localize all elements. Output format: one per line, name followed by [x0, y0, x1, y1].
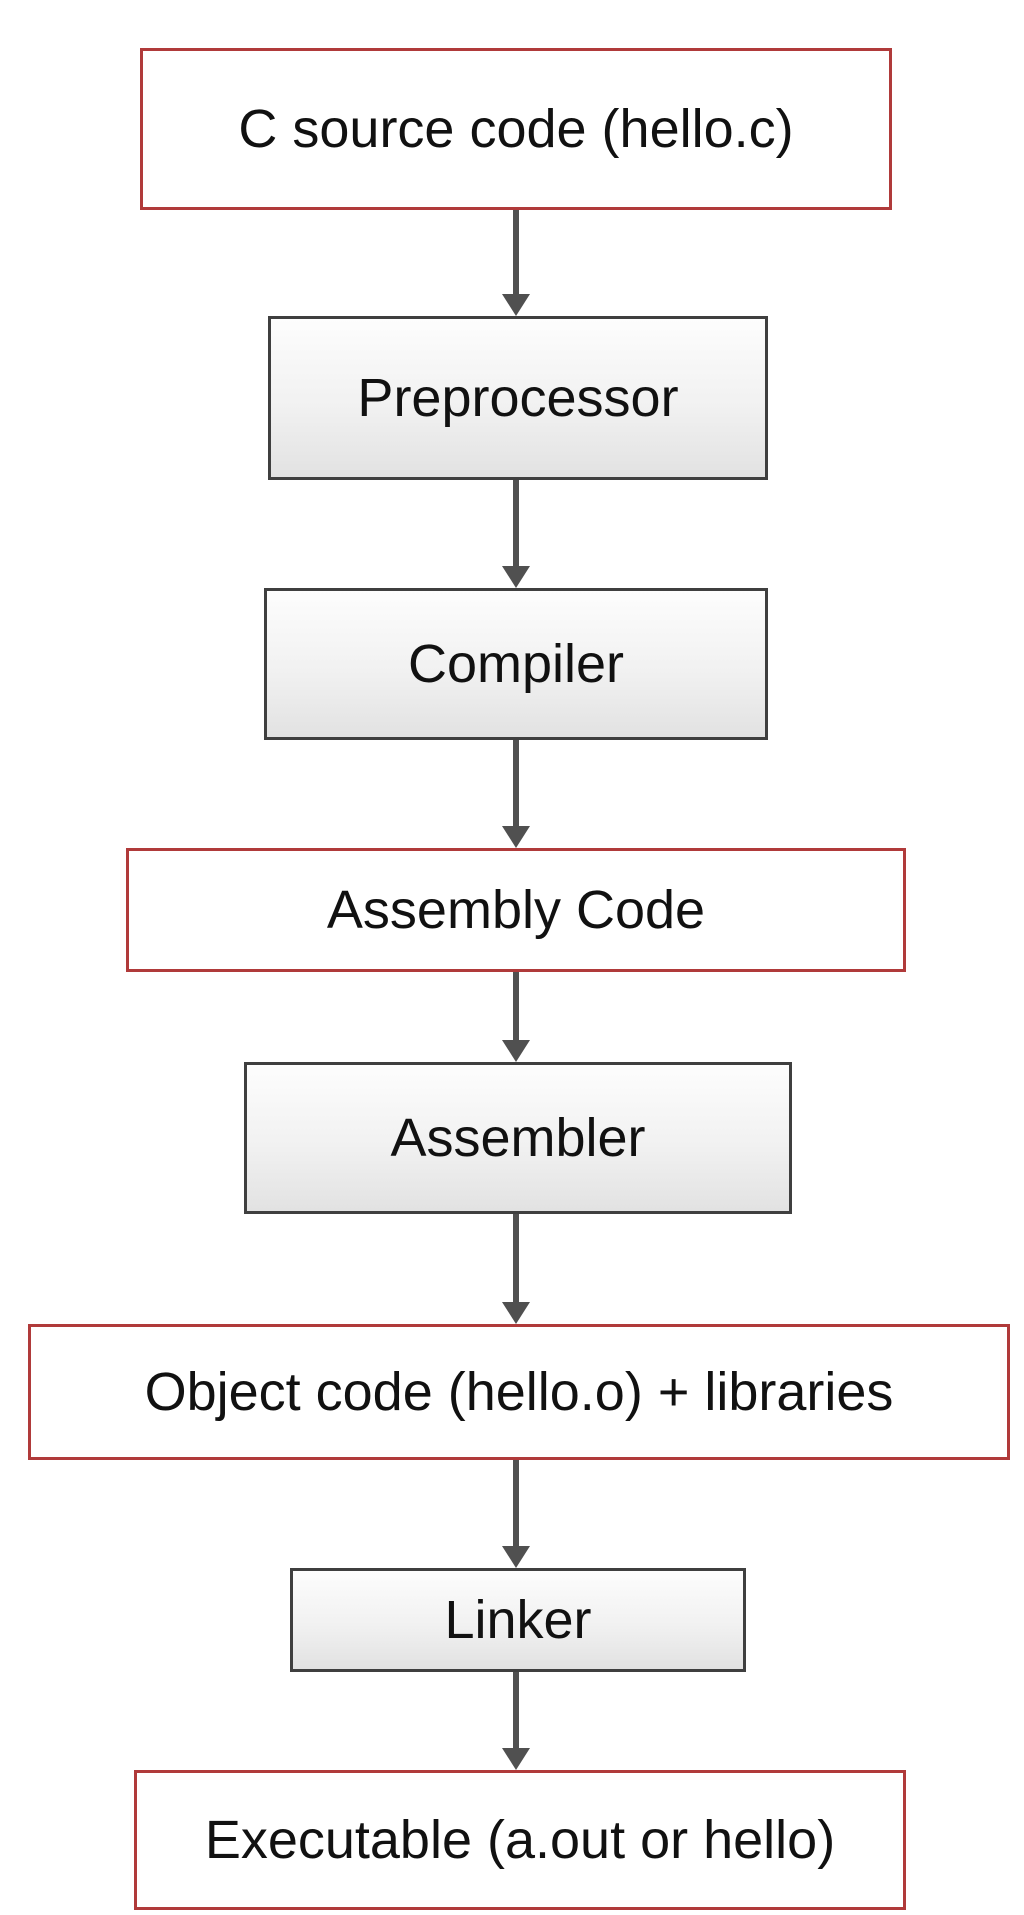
node-assembly-code: Assembly Code: [126, 848, 906, 972]
arrowhead: [502, 1302, 530, 1324]
arrow-shaft: [513, 480, 519, 568]
arrow-compiler-to-assembly: [502, 740, 530, 848]
node-label: C source code (hello.c): [238, 99, 794, 159]
arrow-assembler-to-object: [502, 1214, 530, 1324]
arrowhead: [502, 1748, 530, 1770]
arrow-linker-to-executable: [502, 1672, 530, 1770]
arrow-object-to-linker: [502, 1460, 530, 1568]
node-label: Executable (a.out or hello): [204, 1810, 836, 1870]
arrow-assembly-to-assembler: [502, 972, 530, 1062]
arrow-preprocessor-to-compiler: [502, 480, 530, 588]
node-label: Assembly Code: [326, 880, 706, 940]
node-label: Object code (hello.o) + libraries: [144, 1362, 894, 1422]
arrow-shaft: [513, 1672, 519, 1750]
node-linker: Linker: [290, 1568, 746, 1672]
arrow-shaft: [513, 972, 519, 1042]
node-object-code: Object code (hello.o) + libraries: [28, 1324, 1010, 1460]
node-executable: Executable (a.out or hello): [134, 1770, 906, 1910]
arrow-shaft: [513, 1214, 519, 1304]
arrowhead: [502, 1546, 530, 1568]
node-compiler: Compiler: [264, 588, 768, 740]
arrow-shaft: [513, 740, 519, 828]
arrowhead: [502, 1040, 530, 1062]
arrowhead: [502, 566, 530, 588]
arrow-shaft: [513, 210, 519, 296]
arrow-source-to-preprocessor: [502, 210, 530, 316]
node-assembler: Assembler: [244, 1062, 792, 1214]
arrowhead: [502, 294, 530, 316]
node-label: Preprocessor: [357, 368, 679, 428]
arrow-shaft: [513, 1460, 519, 1548]
node-label: Assembler: [390, 1108, 646, 1168]
arrowhead: [502, 826, 530, 848]
node-label: Linker: [444, 1590, 592, 1650]
node-label: Compiler: [407, 634, 625, 694]
node-c-source-code: C source code (hello.c): [140, 48, 892, 210]
node-preprocessor: Preprocessor: [268, 316, 768, 480]
